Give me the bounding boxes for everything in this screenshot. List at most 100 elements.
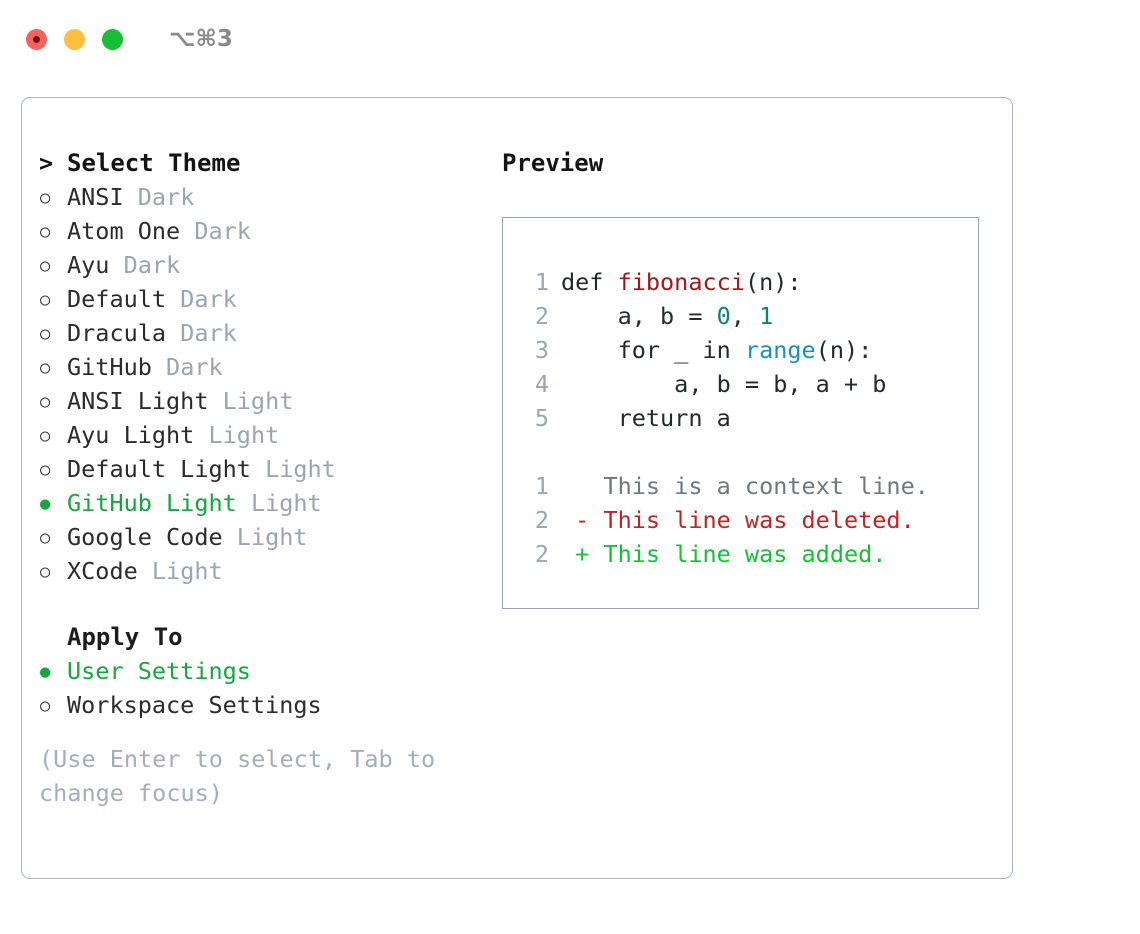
apply-to-title: Apply To	[67, 623, 183, 651]
theme-list-item[interactable]: ANSI Dark	[39, 180, 499, 214]
theme-name-label: Ayu	[67, 251, 110, 279]
theme-category-tag: Dark	[166, 353, 223, 381]
code-token: 0	[716, 302, 731, 330]
theme-category-tag: Dark	[123, 251, 181, 279]
diff-text: This line was added.	[603, 540, 887, 568]
code-line: 3 for _ in range(n):	[523, 333, 929, 367]
keyboard-hint-text: (Use Enter to select, Tab to change focu…	[39, 745, 436, 807]
preview-title: Preview	[502, 149, 604, 177]
theme-category-tag: Dark	[137, 183, 195, 211]
theme-name-label: GitHub Light	[67, 489, 237, 517]
theme-list: ANSI DarkAtom One DarkAyu DarkDefault Da…	[39, 180, 499, 588]
radio-unselected-icon[interactable]	[39, 282, 67, 319]
theme-category-tag: Light	[208, 421, 280, 449]
code-token: a, b =	[561, 302, 717, 330]
radio-unselected-icon[interactable]	[39, 384, 67, 421]
apply-to-item[interactable]: Workspace Settings	[39, 688, 499, 722]
theme-category-tag: Light	[236, 523, 308, 551]
theme-name-label: ANSI Light	[67, 387, 209, 415]
radio-unselected-icon[interactable]	[39, 248, 67, 285]
code-line-number: 2	[534, 302, 549, 330]
code-token: def	[561, 268, 618, 296]
code-token: (n):	[744, 268, 802, 296]
diff-line-number: 2	[534, 506, 549, 534]
diff-line-number: 1	[534, 472, 549, 500]
code-token: fibonacci	[617, 268, 745, 296]
theme-list-item[interactable]: Google Code Light	[39, 520, 499, 554]
close-window-button[interactable]	[26, 28, 47, 50]
theme-list-item[interactable]: XCode Light	[39, 554, 499, 588]
radio-unselected-icon[interactable]	[39, 350, 67, 387]
diff-text: This is a context line.	[603, 472, 929, 500]
theme-list-item[interactable]: Ayu Dark	[39, 248, 499, 282]
code-line-number: 1	[534, 268, 549, 296]
theme-list-item[interactable]: Dracula Dark	[39, 316, 499, 350]
apply-to-label: User Settings	[67, 657, 251, 685]
radio-unselected-icon[interactable]	[39, 452, 67, 489]
radio-unselected-icon[interactable]	[39, 214, 67, 251]
theme-list-item[interactable]: GitHub Dark	[39, 350, 499, 384]
diff-sign: -	[561, 506, 604, 534]
code-token: a, b = b, a + b	[561, 370, 887, 398]
theme-name-label: GitHub	[67, 353, 152, 381]
code-token: return a	[561, 404, 731, 432]
diff-line: 1 This is a context line.	[523, 469, 929, 503]
main-panel: > Select Theme ANSI DarkAtom One DarkAyu…	[21, 97, 1013, 879]
radio-selected-icon[interactable]	[39, 654, 67, 691]
theme-list-item[interactable]: GitHub Light Light	[39, 486, 499, 520]
diff-sign: +	[561, 540, 604, 568]
radio-unselected-icon[interactable]	[39, 520, 67, 557]
theme-name-label: Atom One	[67, 217, 181, 245]
code-token: 1	[759, 302, 774, 330]
diff-line: 2 - This line was deleted.	[523, 503, 929, 537]
theme-category-tag: Light	[250, 489, 322, 517]
theme-category-tag: Dark	[180, 285, 237, 313]
theme-category-tag: Dark	[194, 217, 251, 245]
radio-unselected-icon[interactable]	[39, 418, 67, 455]
radio-selected-icon[interactable]	[39, 486, 67, 523]
radio-unselected-icon[interactable]	[39, 180, 67, 217]
code-token: ,	[730, 302, 760, 330]
zoom-window-button[interactable]	[102, 28, 123, 50]
radio-unselected-icon[interactable]	[39, 688, 67, 725]
theme-name-label: XCode	[67, 557, 138, 585]
code-blank-line	[523, 435, 929, 469]
radio-unselected-icon[interactable]	[39, 554, 67, 591]
apply-to-header: Apply To	[39, 620, 499, 654]
diff-sign	[561, 472, 603, 500]
diff-text: This line was deleted.	[603, 506, 915, 534]
code-token: (n):	[815, 336, 873, 364]
theme-name-label: Ayu Light	[67, 421, 195, 449]
theme-list-item[interactable]: Default Light Light	[39, 452, 499, 486]
theme-list-item[interactable]: Atom One Dark	[39, 214, 499, 248]
code-token: range	[744, 336, 816, 364]
theme-list-item[interactable]: Ayu Light Light	[39, 418, 499, 452]
apply-to-label: Workspace Settings	[67, 691, 322, 719]
code-line: 4 a, b = b, a + b	[523, 367, 929, 401]
prompt-caret-icon: >	[39, 149, 54, 177]
theme-list-item[interactable]: ANSI Light Light	[39, 384, 499, 418]
theme-selector-column: > Select Theme ANSI DarkAtom One DarkAyu…	[39, 146, 499, 810]
theme-category-tag: Dark	[180, 319, 237, 347]
code-line-number: 5	[534, 404, 549, 432]
apply-to-list: User SettingsWorkspace Settings	[39, 654, 499, 722]
code-line: 1 def fibonacci(n):	[523, 265, 929, 299]
radio-unselected-icon[interactable]	[39, 316, 67, 353]
select-theme-title: Select Theme	[67, 149, 241, 177]
code-token: for _ in	[561, 336, 745, 364]
minimize-window-button[interactable]	[64, 28, 85, 50]
theme-category-tag: Light	[265, 455, 336, 483]
theme-name-label: Default	[67, 285, 167, 313]
diff-line-number: 2	[534, 540, 549, 568]
keyboard-shortcut-label: ⌥⌘3	[169, 26, 233, 52]
theme-list-item[interactable]: Default Dark	[39, 282, 499, 316]
code-line-number: 4	[534, 370, 549, 398]
theme-name-label: Google Code	[67, 523, 223, 551]
window-controls	[26, 28, 123, 50]
apply-to-item[interactable]: User Settings	[39, 654, 499, 688]
title-bar: ⌥⌘3	[0, 0, 1140, 78]
